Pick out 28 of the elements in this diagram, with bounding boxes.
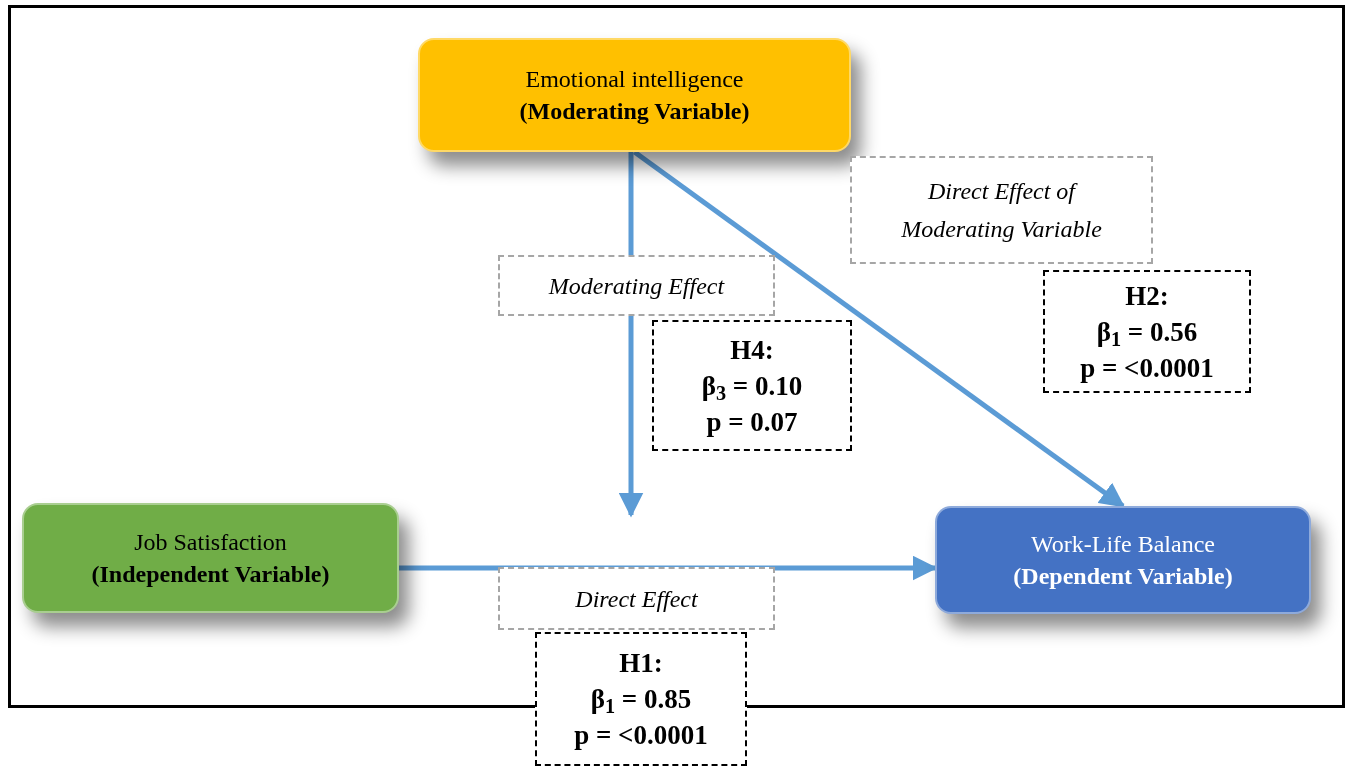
- statistic-text: β$_{1}$ = 0.56: [1096, 315, 1198, 350]
- arrow: [633, 149, 1125, 509]
- node-text: (Moderating Variable): [519, 97, 750, 126]
- statistic-text: H4:: [730, 333, 774, 367]
- node-text: (Independent Variable): [91, 560, 330, 589]
- effect-label-box: [850, 156, 1153, 264]
- node-text: Emotional intelligence: [525, 65, 744, 94]
- node-text: Work-Life Balance: [1031, 530, 1215, 559]
- statistic-text: β$_{1}$ = 0.85: [590, 683, 692, 717]
- hypothesis-box: [652, 320, 852, 451]
- node-text: (Dependent Variable): [1013, 562, 1233, 591]
- effect-label-box: [498, 255, 775, 316]
- variable-box: [935, 506, 1311, 614]
- statistic-text: p = <0.0001: [574, 719, 708, 752]
- hypothesis-box: [1043, 270, 1251, 393]
- variable-box: [22, 503, 399, 613]
- variable-box: [418, 38, 851, 152]
- node-text: Direct Effect: [575, 584, 698, 614]
- effect-label-box: [498, 567, 775, 630]
- node-text: Direct Effect of Moderating Variable: [900, 177, 1103, 244]
- statistic-text: H2:: [1125, 279, 1169, 313]
- statistic-text: p = <0.0001: [1080, 351, 1214, 385]
- node-text: Job Satisfaction: [134, 528, 287, 557]
- statistic-text: H1:: [619, 647, 663, 680]
- hypothesis-box: [535, 632, 747, 766]
- node-text: Moderating Effect: [548, 271, 725, 301]
- statistic-text: p = 0.07: [706, 405, 798, 439]
- statistic-text: β$_{3}$ = 0.10: [701, 369, 803, 404]
